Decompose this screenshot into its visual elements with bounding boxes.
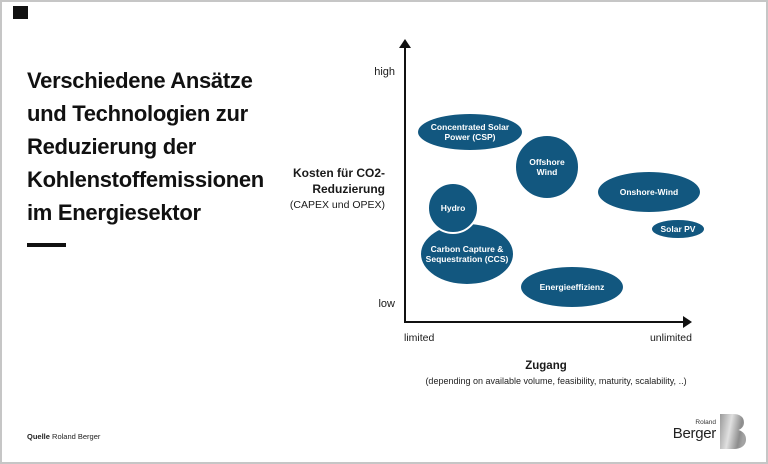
bubble-label: Sequestration (CCS) — [425, 254, 509, 264]
source-note: Quelle Roland Berger — [27, 432, 100, 441]
logo-roland-text: Roland — [695, 419, 716, 426]
bubble-label: Offshore — [529, 157, 565, 167]
brand-corner-square — [13, 6, 28, 19]
bubble-solar-pv: Solar PV — [650, 218, 706, 240]
logo-wordmark: Roland Berger — [654, 414, 717, 442]
x-axis-arrow-icon — [683, 316, 692, 328]
bubble-hydro: Hydro — [427, 182, 479, 234]
roland-berger-b-icon — [720, 414, 746, 449]
x-tick-limited: limited — [404, 332, 435, 344]
bubble-label: Energieeffizienz — [539, 282, 605, 292]
y-tick-high: high — [374, 66, 395, 78]
title-line: Kohlenstoffemissionen — [27, 167, 264, 192]
bubble-label: Concentrated Solar — [430, 122, 510, 132]
bubble-label: Carbon Capture & — [430, 244, 504, 254]
title-line: Verschiedene Ansätze — [27, 68, 253, 93]
title-line: und Technologien zur — [27, 101, 248, 126]
bubble-energieeffizienz: Energieeffizienz — [519, 265, 625, 309]
source-text: Roland Berger — [52, 432, 101, 441]
source-label: Quelle — [27, 432, 50, 441]
y-axis-label-note: (CAPEX und OPEX) — [289, 199, 385, 211]
x-axis-label-note: (depending on available volume, feasibil… — [425, 376, 687, 386]
title-line: Reduzierung der — [27, 134, 197, 159]
bubble-onshore-wind: Onshore-Wind — [596, 170, 702, 214]
y-axis-label: Kosten für CO2- Reduzierung (CAPEX und O… — [283, 165, 385, 211]
y-axis-arrow-icon — [399, 39, 411, 48]
x-axis-label: Zugang — [525, 360, 567, 372]
bubble-label: Wind — [536, 167, 558, 177]
logo-berger-text: Berger — [672, 425, 717, 442]
bubble-label: Solar PV — [660, 224, 696, 234]
title-line: im Energiesektor — [27, 200, 201, 225]
bubble-carbon-capture-sequestration: Carbon Capture &Sequestration (CCS) — [419, 222, 515, 286]
x-tick-unlimited: unlimited — [649, 332, 692, 344]
bubble-label: Onshore-Wind — [619, 187, 679, 197]
roland-berger-logo: Roland Berger — [654, 414, 746, 449]
title-underline-dash — [27, 243, 66, 247]
slide-title: Verschiedene Ansätze und Technologien zu… — [27, 64, 277, 229]
y-axis-label-line: Kosten für CO2- — [292, 166, 385, 180]
bubble-label: Hydro — [440, 203, 466, 213]
bubble-label: Power (CSP) — [444, 132, 496, 142]
y-tick-low: low — [378, 298, 395, 310]
y-axis-label-line: Reduzierung — [312, 182, 385, 196]
x-axis-line — [404, 321, 685, 323]
y-axis-line — [404, 46, 406, 323]
